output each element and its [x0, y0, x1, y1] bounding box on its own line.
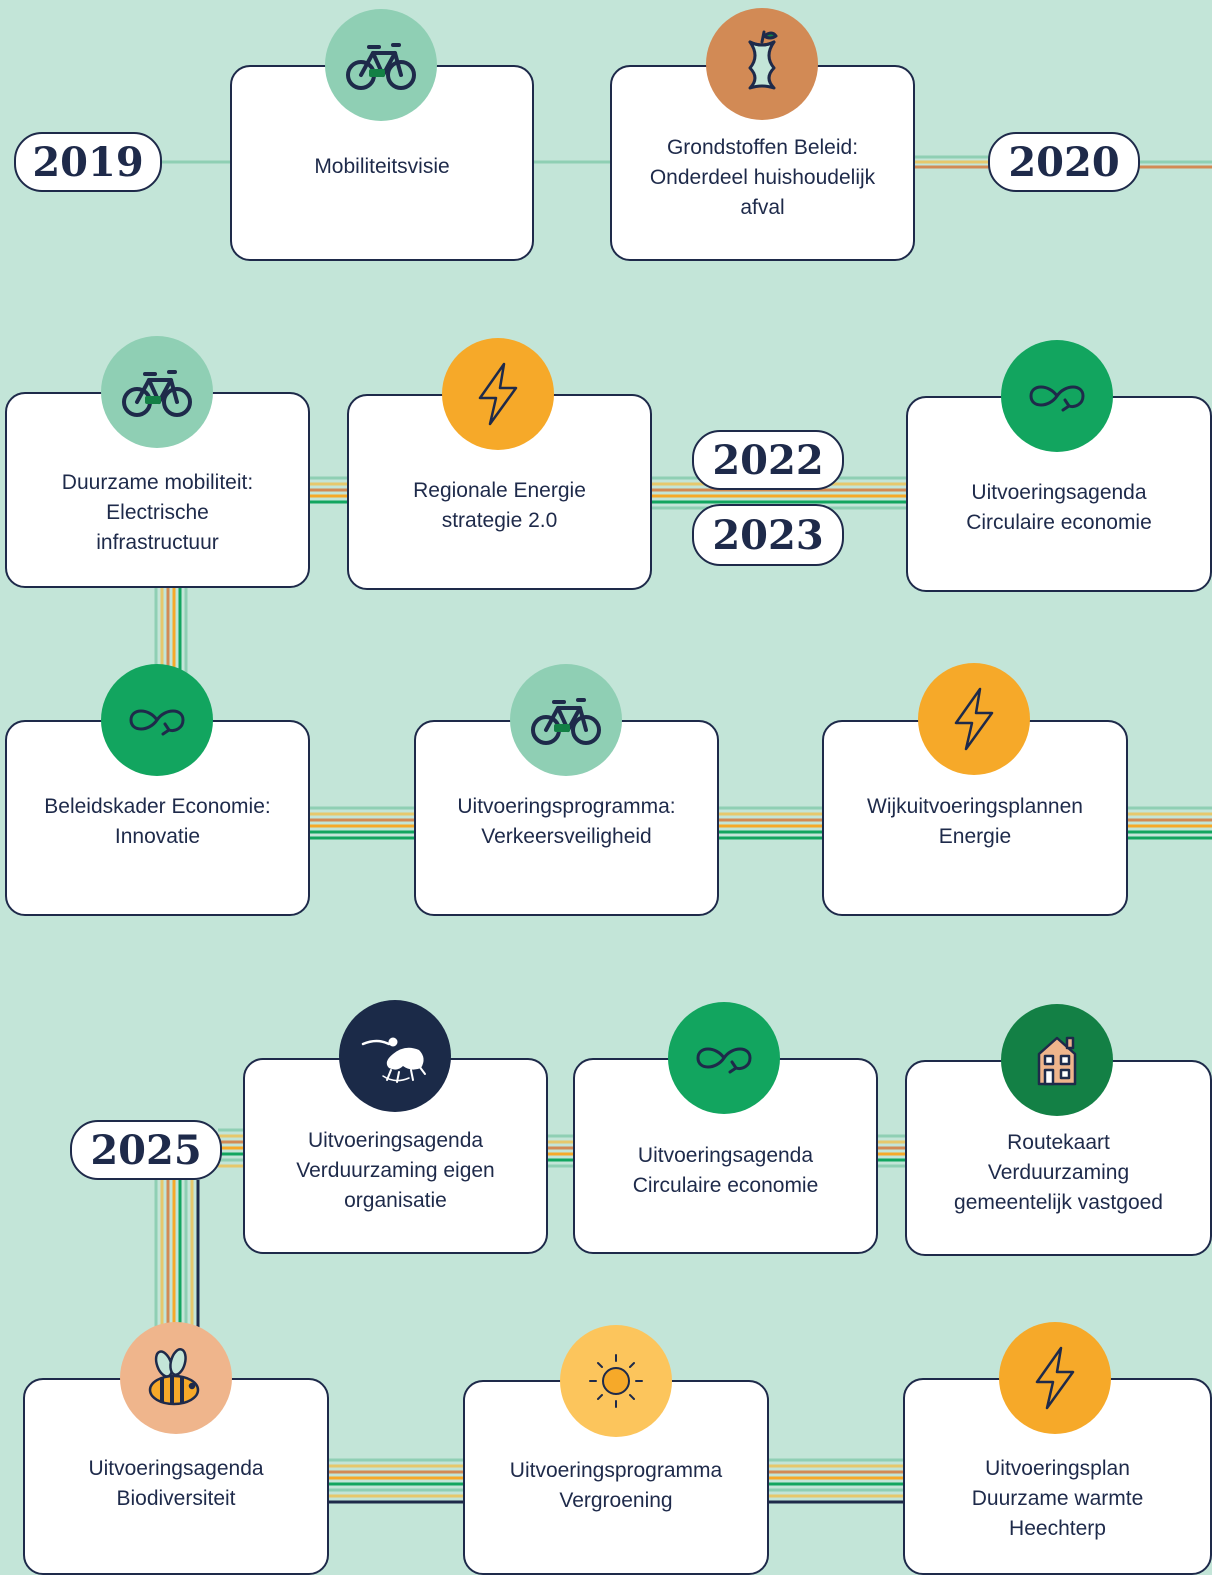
card-line: Wijkuitvoeringsplannen: [867, 795, 1083, 818]
card-beleidskader-economie: Beleidskader Economie: Innovatie: [5, 720, 310, 916]
card-line: Circulaire economie: [966, 511, 1152, 534]
card-line: infrastructuur: [96, 531, 219, 554]
card-line: Uitvoeringsprogramma: [509, 1459, 723, 1482]
card-line: Circulaire economie: [632, 1174, 819, 1197]
card-routekaart-vastgoed: Routekaart Verduurzaming gemeentelijk va…: [905, 1060, 1212, 1256]
card-line: Verduurzaming: [987, 1161, 1130, 1184]
year-2022-label: 2022: [692, 430, 844, 490]
card-line: Beleidskader Economie:: [44, 795, 271, 818]
card-line: Verkeersveiligheid: [481, 825, 652, 848]
card-line: Uitvoeringsagenda: [307, 1129, 484, 1152]
lightning-icon: [999, 1322, 1111, 1434]
card-line: Onderdeel huishoudelijk: [649, 166, 876, 189]
circular-economy-icon: [1001, 340, 1113, 452]
bicycle-icon: [325, 9, 437, 121]
card-line: Regionale Energie: [413, 479, 586, 502]
year-2020-label: 2020: [988, 132, 1140, 192]
card-line: Uitvoeringsagenda: [637, 1144, 814, 1167]
card-line: Innovatie: [114, 825, 201, 848]
circular-economy-icon: [668, 1002, 780, 1114]
card-line: Routekaart: [1007, 1131, 1110, 1154]
card-line: Mobiliteitsvisie: [314, 155, 450, 178]
card-line: afval: [740, 196, 785, 219]
circular-economy-icon: [101, 664, 213, 776]
card-line: Heechterp: [1009, 1517, 1106, 1540]
card-verduurzaming-eigen-organisatie: Uitvoeringsagenda Verduurzaming eigen or…: [243, 1058, 548, 1254]
card-line: Uitvoeringsplan: [985, 1457, 1130, 1480]
lightning-icon: [442, 338, 554, 450]
card-line: Vergroening: [559, 1489, 673, 1512]
card-line: gemeentelijk vastgoed: [954, 1191, 1163, 1214]
bicycle-icon: [101, 336, 213, 448]
card-line: Electrische: [106, 501, 209, 524]
municipal-lion-emblem-icon: [339, 1000, 451, 1112]
card-line: Verduurzaming eigen: [296, 1159, 495, 1182]
card-line: organisatie: [344, 1189, 447, 1212]
house-icon: [1001, 1004, 1113, 1116]
card-line: Biodiversiteit: [116, 1487, 236, 1510]
sun-icon: [560, 1325, 672, 1437]
year-2025-label: 2025: [70, 1120, 222, 1180]
bee-icon: [120, 1322, 232, 1434]
card-line: Duurzame mobiliteit:: [61, 471, 254, 494]
year-2023-label: 2023: [692, 504, 844, 566]
card-line: Duurzame warmte: [971, 1487, 1144, 1510]
card-line: strategie 2.0: [441, 509, 558, 532]
year-2019-label: 2019: [14, 132, 162, 192]
card-line: Energie: [938, 825, 1012, 848]
bicycle-icon: [510, 664, 622, 776]
card-line: Grondstoffen Beleid:: [666, 136, 859, 159]
card-line: Uitvoeringsprogramma:: [457, 795, 676, 818]
card-line: Uitvoeringsagenda: [88, 1457, 264, 1480]
card-line: Uitvoeringsagenda: [971, 481, 1147, 504]
apple-core-icon: [706, 8, 818, 120]
lightning-icon: [918, 663, 1030, 775]
